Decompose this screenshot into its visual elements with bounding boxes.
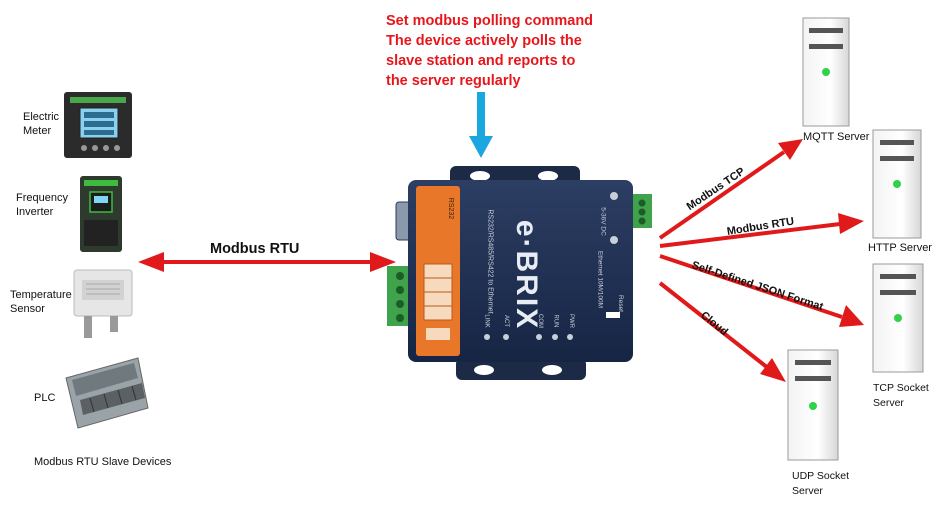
led-link-label: LINK bbox=[483, 314, 490, 328]
plc-label: PLC bbox=[34, 392, 56, 404]
command-arrow bbox=[469, 92, 493, 158]
command-note: Set modbus polling command The device ac… bbox=[386, 13, 594, 89]
http-server-image bbox=[872, 129, 922, 239]
led-com-label: COM bbox=[537, 314, 543, 328]
temperature-sensor-image bbox=[73, 269, 133, 338]
device-side-label: RS232 bbox=[447, 197, 455, 220]
tcp-server-image bbox=[872, 263, 924, 373]
plc-image bbox=[65, 357, 149, 429]
frequency-inverter-image bbox=[80, 176, 122, 252]
http-server-label: HTTP Server bbox=[868, 242, 932, 254]
mqtt-server-label: MQTT Server bbox=[803, 131, 870, 143]
arrow-to-udp bbox=[658, 281, 786, 382]
left-link-label: Modbus RTU bbox=[210, 241, 300, 257]
udp-server-image bbox=[787, 349, 839, 461]
arrow-to-mqtt bbox=[658, 139, 803, 240]
left-link-arrow bbox=[138, 252, 396, 272]
slave-devices-caption: Modbus RTU Slave Devices bbox=[34, 456, 172, 468]
arrow-to-tcp bbox=[659, 254, 864, 327]
electric-meter-label: Electric Meter bbox=[23, 111, 60, 137]
arrow-to-http bbox=[659, 213, 864, 248]
frequency-inverter-label: Frequency Inverter bbox=[16, 192, 68, 218]
led-run-label: RUN bbox=[552, 314, 559, 328]
udp-server-label: UDP Socket Server bbox=[792, 470, 849, 497]
device-reset-label: Reset bbox=[616, 295, 624, 312]
tcp-server-label: TCP Socket Server bbox=[873, 382, 929, 409]
led-pwr-label: PWR bbox=[568, 314, 574, 328]
electric-meter-image bbox=[64, 92, 132, 158]
device-ethernet-label: Ethernet 10M/100M bbox=[596, 250, 604, 309]
mqtt-server-image bbox=[802, 17, 850, 127]
gateway-device-image bbox=[387, 166, 652, 380]
temperature-sensor-label: Temperature Sensor bbox=[10, 289, 72, 315]
led-act-label: ACT bbox=[503, 315, 509, 327]
